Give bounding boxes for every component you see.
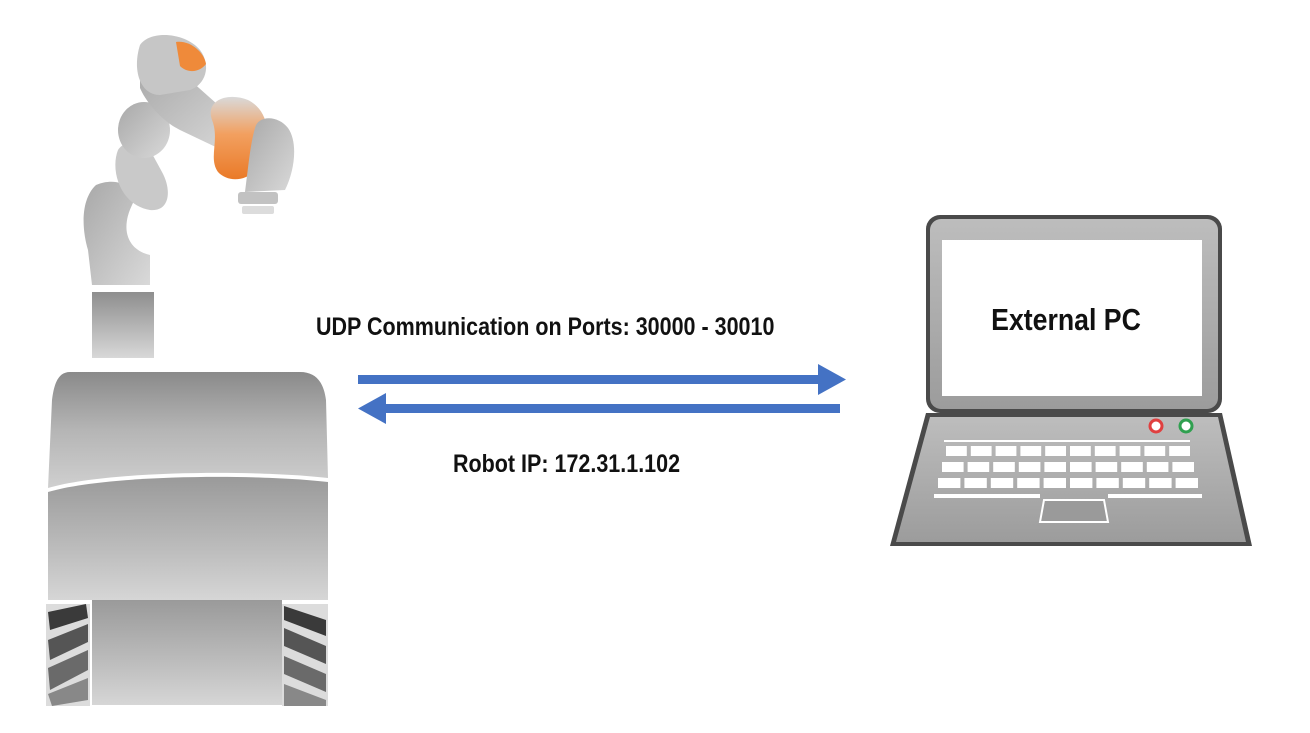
keyboard-key — [1095, 462, 1118, 472]
keyboard-key — [1169, 446, 1190, 456]
keyboard-key — [1146, 462, 1169, 472]
keyboard-key — [990, 478, 1014, 488]
keyboard-key — [1043, 478, 1066, 488]
keyboard-key — [934, 494, 1040, 498]
robot-wheel-right — [282, 604, 328, 706]
connection-label: UDP Communication on Ports: 30000 - 3001… — [316, 313, 775, 341]
robot-arm-joint-elbow — [115, 142, 168, 211]
robot-base-upper — [48, 372, 328, 488]
led-red — [1148, 418, 1164, 434]
keyboard-key — [1108, 494, 1202, 498]
external-pc-label: External PC — [991, 302, 1141, 337]
robot-wrist-flange — [245, 118, 295, 192]
keyboard-key — [1070, 478, 1093, 488]
arrow-to-pc — [358, 364, 846, 395]
keyboard-key — [946, 446, 967, 456]
keyboard-key — [1044, 462, 1066, 472]
keyboard — [944, 440, 1190, 442]
keyboard-key — [1122, 478, 1146, 488]
keyboard-key — [1144, 446, 1166, 456]
keyboard-key — [1172, 462, 1194, 472]
arrow-to-robot — [358, 393, 840, 424]
laptop-screen — [942, 240, 1202, 396]
keyboard-key — [1018, 462, 1041, 472]
robot-ip-label: Robot IP: 172.31.1.102 — [453, 450, 681, 478]
keyboard-key — [993, 462, 1015, 472]
trackpad — [1038, 499, 1110, 523]
keyboard-key — [1119, 446, 1141, 456]
robot-base-skirt — [92, 600, 282, 705]
keyboard-key — [938, 478, 961, 488]
keyboard-key — [1070, 462, 1092, 472]
robot-arm-lower-link — [83, 181, 150, 285]
keyboard-keys — [934, 446, 1202, 498]
keyboard-key — [1045, 446, 1066, 456]
keyboard-key — [1070, 446, 1091, 456]
robot-column — [92, 292, 154, 358]
robot-arm-top-accent — [176, 41, 206, 72]
keyboard-key — [970, 446, 992, 456]
robot-end-effector — [238, 192, 278, 204]
led-green — [1178, 418, 1194, 434]
laptop-icon — [890, 215, 1252, 546]
robot-base-lower — [48, 476, 328, 600]
robot-icon — [46, 34, 328, 706]
keyboard-key — [964, 478, 987, 488]
keyboard-key — [1175, 478, 1198, 488]
robot-end-effector-tip — [242, 206, 274, 214]
keyboard-key — [1094, 446, 1116, 456]
robot-arm-joint-shoulder — [118, 102, 170, 158]
keyboard-key — [1017, 478, 1040, 488]
keyboard-key — [967, 462, 990, 472]
keyboard-key — [1020, 446, 1042, 456]
keyboard-key — [1149, 478, 1172, 488]
robot-wheel-left — [46, 604, 90, 706]
keyboard-key — [1096, 478, 1119, 488]
keyboard-key — [942, 462, 964, 472]
keyboard-key — [995, 446, 1017, 456]
keyboard-key — [1121, 462, 1143, 472]
